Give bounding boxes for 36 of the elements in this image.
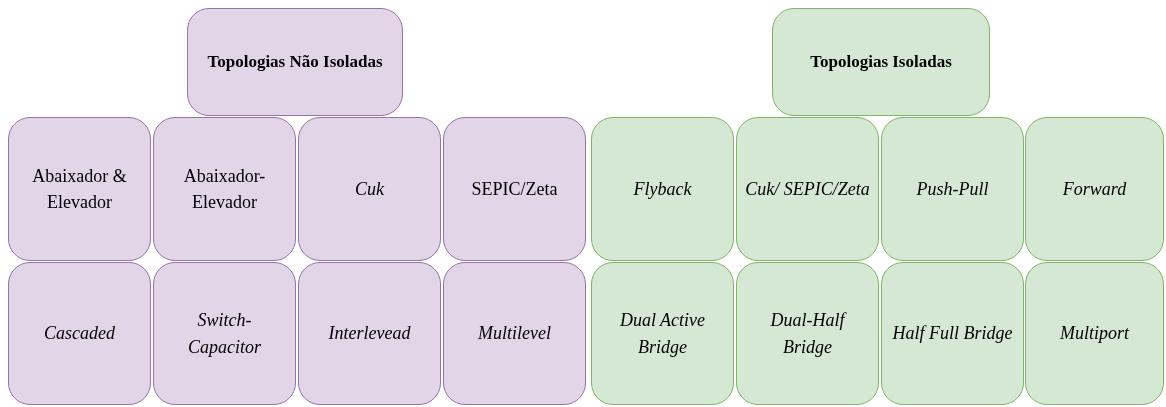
topology-box <box>591 117 734 261</box>
topology-label: Half Full Bridge <box>892 322 1013 346</box>
topology-label: Abaixador-Elevador <box>182 164 267 214</box>
category-box <box>187 8 403 116</box>
topology-box <box>298 117 441 261</box>
topology-label: Dual Active Bridge <box>618 309 707 359</box>
topology-label: Interlevead <box>328 322 411 346</box>
topology-box <box>1025 262 1164 405</box>
topology-label: Cuk <box>355 177 384 201</box>
category-box <box>772 8 990 116</box>
topology-box <box>881 262 1024 405</box>
topology-label: Abaixador & Elevador <box>31 164 128 214</box>
topology-label: Cascaded <box>44 322 115 346</box>
topology-label: Switch-Capacitor <box>187 309 262 359</box>
topology-label: Push-Pull <box>916 177 989 201</box>
topology-box <box>153 117 296 261</box>
topology-label: Cuk/ SEPIC/Zeta <box>745 177 870 201</box>
topology-box <box>881 117 1024 261</box>
category-title: Topologias Não Isoladas <box>207 50 383 73</box>
topology-box <box>736 117 879 261</box>
topology-box <box>8 117 151 261</box>
topology-label: Forward <box>1062 177 1127 201</box>
topology-box <box>1025 117 1164 261</box>
topology-label: Dual-Half Bridge <box>769 309 848 359</box>
topology-box <box>591 262 734 405</box>
topology-box <box>298 262 441 405</box>
topology-box <box>736 262 879 405</box>
topology-label: Flyback <box>633 177 692 201</box>
category-title: Topologias Isoladas <box>810 50 952 73</box>
topology-label: Multiport <box>1060 322 1129 346</box>
topology-label: Multilevel <box>478 322 551 346</box>
topology-label: SEPIC/Zeta <box>471 177 558 201</box>
topology-box <box>153 262 296 405</box>
topology-box <box>8 262 151 405</box>
topology-box <box>443 117 586 261</box>
topology-box <box>443 262 586 405</box>
